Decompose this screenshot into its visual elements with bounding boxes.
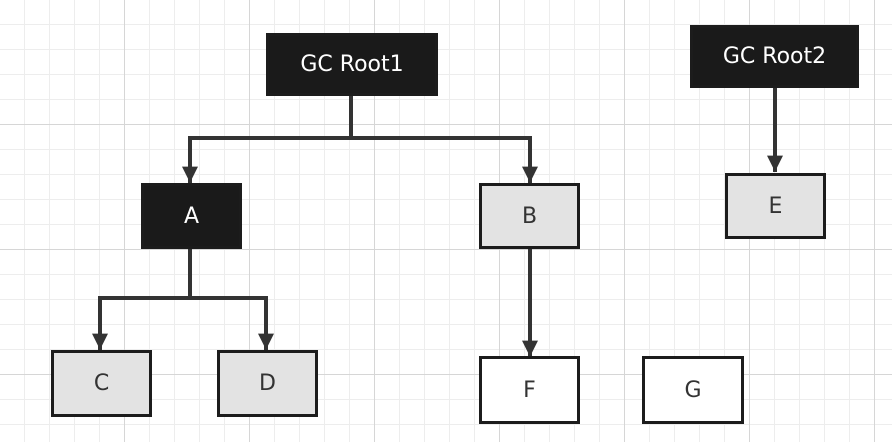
node-d: D [217,350,318,417]
node-d-label: D [259,371,276,396]
node-gc-root1-label: GC Root1 [300,52,404,77]
node-e-label: E [768,193,783,219]
node-gc-root1: GC Root1 [266,33,438,96]
node-gc-root2: GC Root2 [690,25,859,88]
node-gc-root2-label: GC Root2 [722,44,827,69]
node-c-label: C [93,371,110,396]
node-e: E [725,173,826,239]
node-b: B [479,183,580,249]
node-a: A [141,183,242,249]
edge-a-d [188,296,274,350]
node-f-label: F [523,377,536,403]
edge-a-c [92,247,192,350]
node-f: F [479,356,580,424]
node-g-label: G [684,377,702,403]
edge-root1-b [349,136,538,183]
node-c: C [51,350,152,417]
node-g: G [642,356,744,424]
node-b-label: B [521,203,538,229]
node-a-label: A [183,203,200,229]
edge-root1-a [182,94,353,183]
